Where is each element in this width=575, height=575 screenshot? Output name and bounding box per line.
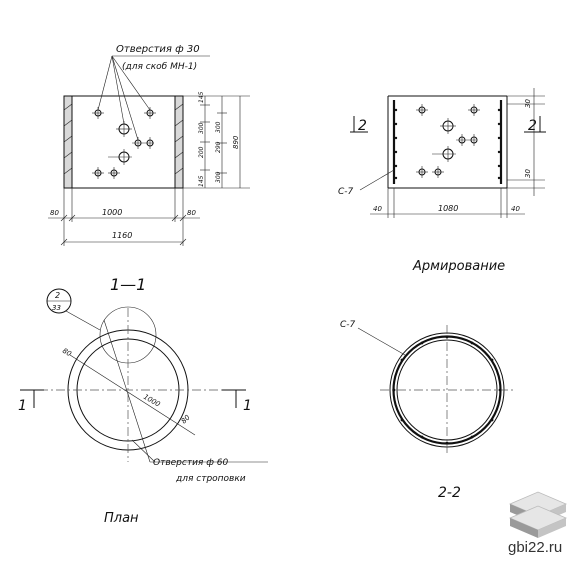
section-1-1-holes (92, 107, 156, 179)
hole-large (108, 149, 132, 165)
cut-2-right-label: 2 (528, 118, 537, 134)
reinforcement-vertical-dims (507, 88, 545, 196)
watermark-text: gbi22.ru (508, 539, 562, 556)
rebar-ticks (394, 108, 501, 180)
section-1-1-right-wall (174, 95, 184, 189)
reinforcement-view: 2 2 С-7 30 30 40 1080 40 Армирование (338, 88, 546, 274)
dim-890: 890 (232, 135, 240, 149)
holes-d30-leaders (97, 55, 210, 141)
dim-30-bottom: 30 (524, 169, 532, 178)
cut-2-markers (350, 116, 546, 133)
plan-dim-80-b: 80 (180, 413, 192, 425)
section-2-2-title: 2-2 (438, 485, 461, 501)
section-1-1-horizontal-dims (48, 188, 200, 246)
plan-title: План (104, 511, 139, 526)
dim-80-right: 80 (187, 209, 196, 217)
callout-bottom: 33 (52, 304, 61, 312)
section-2-2-rebar-dots (392, 335, 502, 445)
dim-300-b: 300 (215, 121, 222, 133)
section-2-2-view: С-7 2-2 (340, 320, 515, 501)
section-1-1-wall-hatching (63, 103, 184, 175)
brackets-label: (для скоб МН-1) (122, 62, 197, 72)
c7-label-section-2-2: С-7 (340, 320, 356, 330)
cut-1-right-label: 1 (243, 398, 252, 414)
watermark-logo (508, 491, 568, 538)
section-1-1-left-wall (63, 95, 73, 189)
hole-small (92, 107, 104, 119)
hole-small (144, 107, 156, 119)
cut-1-markers (20, 389, 246, 408)
dim-40-right: 40 (511, 205, 520, 213)
dim-40-left: 40 (373, 205, 382, 213)
dim-80-left: 80 (50, 209, 59, 217)
reinforcement-holes (416, 104, 480, 178)
dim-145-top: 145 (198, 91, 205, 103)
holes-d60-label: Отверстия ф 60 (153, 458, 228, 468)
dim-1080: 1080 (438, 204, 458, 213)
dim-200: 200 (198, 146, 205, 158)
cut-2-left-label: 2 (358, 118, 367, 134)
plan-dim-1000: 1000 (142, 393, 162, 409)
dim-1160: 1160 (112, 231, 132, 240)
cut-1-left-label: 1 (18, 398, 27, 414)
plan-dim-80-a: 80 (61, 347, 73, 359)
c7-label-reinforcement: С-7 (338, 187, 354, 197)
dim-30-top: 30 (524, 99, 532, 108)
holes-d30-label: Отверстия ф 30 (116, 44, 200, 55)
dim-145-bottom: 145 (198, 175, 205, 187)
hole-small (92, 167, 104, 179)
dim-1000: 1000 (102, 208, 122, 217)
callout-top: 2 (55, 291, 60, 300)
hole-small (146, 137, 154, 149)
plan-view: 2 33 1 1 80 1000 80 Отверстия ф 60 для с… (18, 288, 268, 526)
section-1-1-view: Отверстия ф 30 (для скоб МН-1) 145 300 2… (48, 44, 250, 294)
dim-290: 290 (215, 141, 222, 153)
hole-small (108, 167, 120, 179)
dim-300-c: 300 (215, 171, 222, 183)
hole-small (132, 137, 154, 149)
section-1-1-title: 1—1 (110, 275, 146, 294)
reinforcement-title: Армирование (412, 259, 505, 274)
section-1-1-vertical-dims (183, 95, 250, 189)
dim-300-a: 300 (198, 122, 205, 134)
for-slinging-label: для строповки (175, 474, 246, 484)
reinforcement-horizontal-dims (370, 188, 525, 218)
